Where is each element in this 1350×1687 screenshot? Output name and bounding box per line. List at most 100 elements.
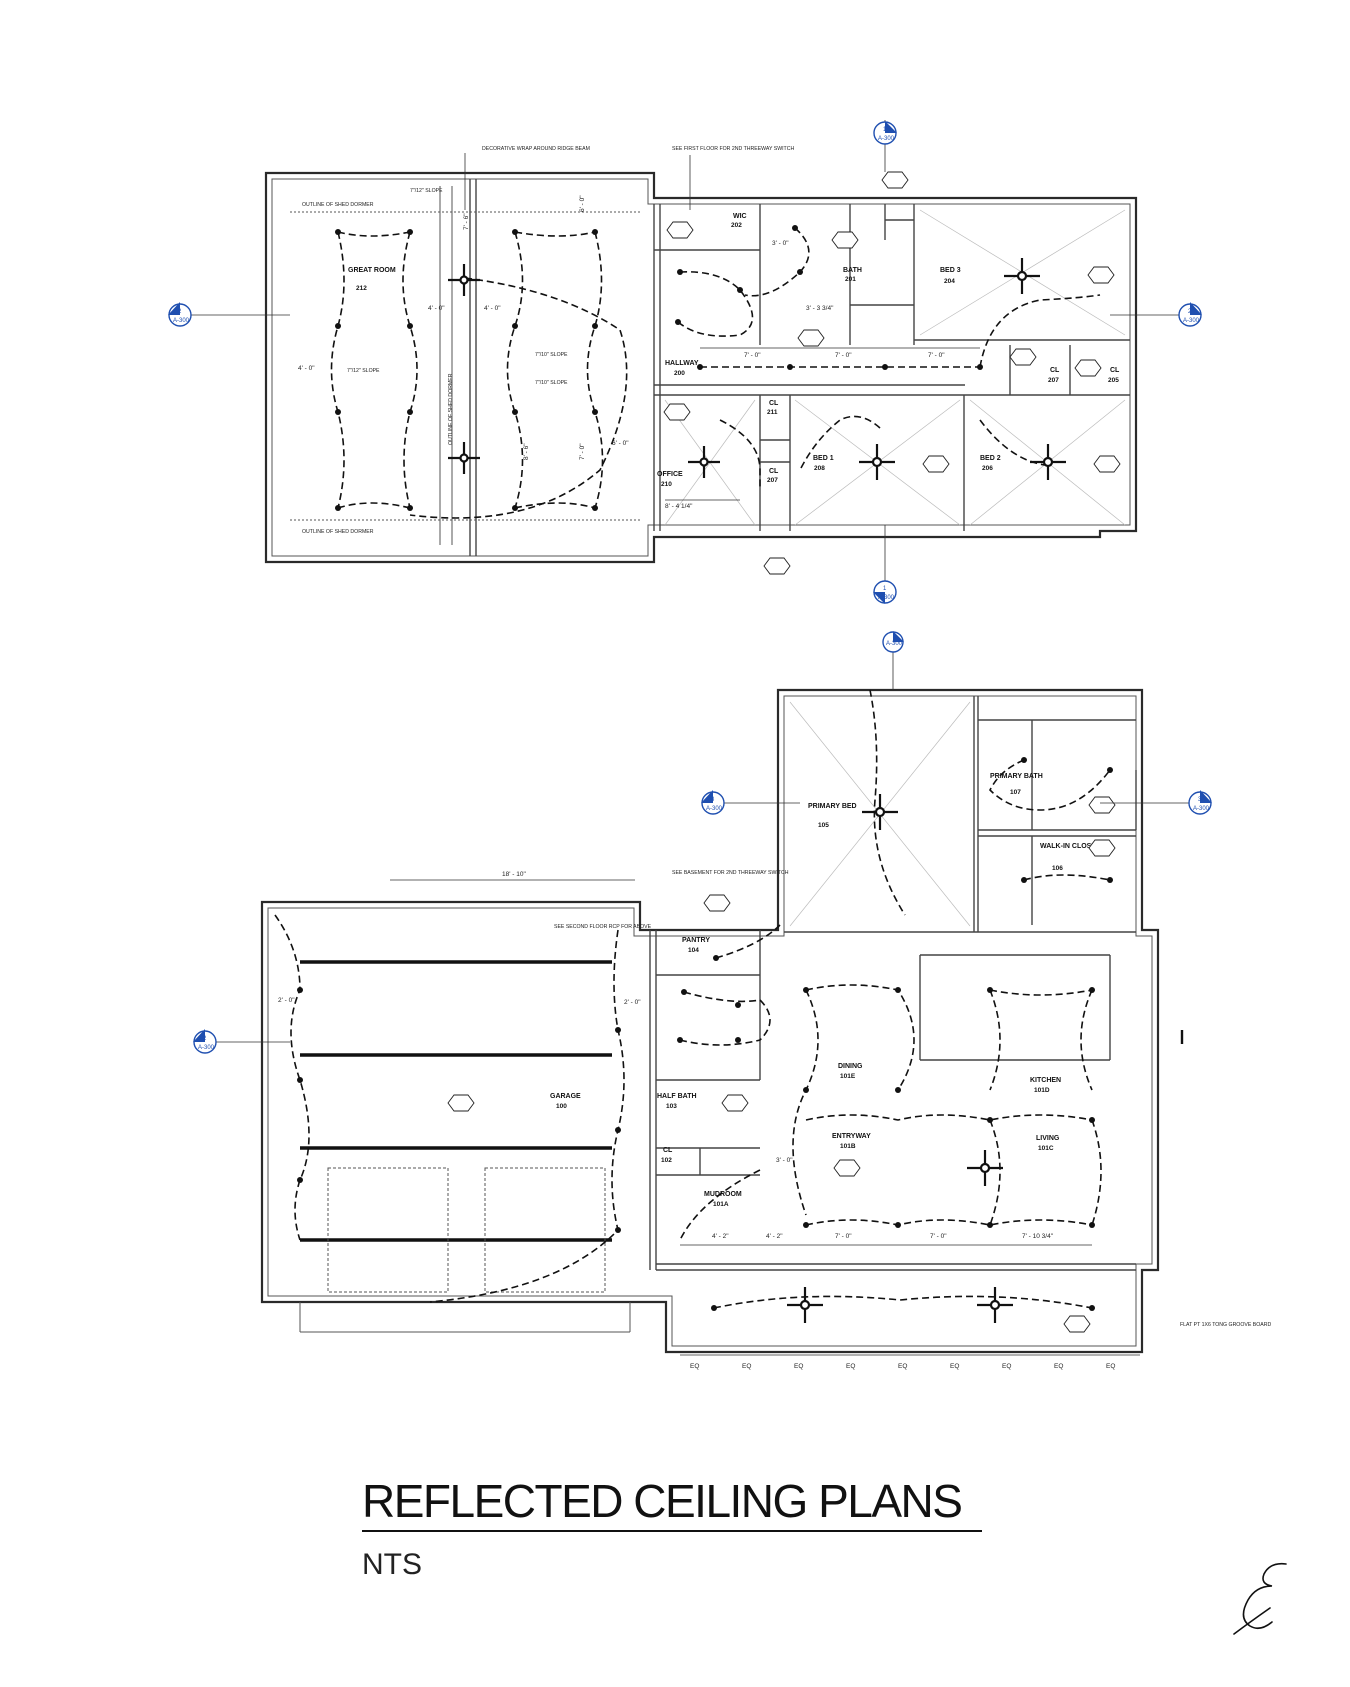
room-name-bed-3: BED 3 <box>940 267 961 274</box>
second-floor-lighting-circuits <box>330 227 1101 519</box>
room-name-bed-1: BED 1 <box>813 455 834 462</box>
dim-eq-9: EQ <box>1106 1363 1115 1370</box>
room-num-dining: 101E <box>840 1073 856 1080</box>
note-see-basement: SEE BASEMENT FOR 2ND THREEWAY SWITCH <box>672 870 789 876</box>
room-num-primary-bed: 105 <box>818 822 829 829</box>
first-floor-lighting-circuits <box>274 689 1111 1309</box>
room-name-cl-211: CL <box>769 400 779 407</box>
dim-4-0-a: 4' - 0" <box>428 305 445 312</box>
dim-6-0: 6' - 0" <box>579 195 586 212</box>
note-see-second: SEE SECOND FLOOR RCP FOR ABOVE <box>554 924 652 930</box>
section-marker-bath-right: 3 A-300 <box>1188 790 1212 815</box>
plan-title: REFLECTED CEILING PLANS <box>362 1478 982 1532</box>
first-floor-section-markers: 2 A-300 3 A-300 3 A-300 A-300 <box>193 631 1212 1054</box>
room-num-bed-2: 206 <box>982 465 993 472</box>
room-name-walk-in-closet: WALK-IN CLOSET <box>1040 843 1101 850</box>
dim-7-10-3-4: 7' - 10 3/4" <box>1022 1233 1054 1240</box>
room-num-cl-211: 211 <box>767 409 778 416</box>
room-num-cl-205: 205 <box>1108 377 1119 384</box>
section-marker-left: 2 A-300 <box>168 302 192 327</box>
svg-text:A-300: A-300 <box>1183 318 1200 324</box>
second-floor-ceiling-fans <box>448 258 1066 480</box>
room-name-cl-207-upper: CL <box>1050 367 1060 374</box>
room-name-entryway: ENTRYWAY <box>832 1133 871 1140</box>
room-name-cl-207-lower: CL <box>769 468 779 475</box>
room-num-garage: 100 <box>556 1103 567 1110</box>
note-dormer-top: OUTLINE OF SHED DORMER <box>302 202 374 208</box>
svg-text:A-300: A-300 <box>878 595 895 601</box>
dim-4-2-a: 4' - 2" <box>712 1233 729 1240</box>
svg-text:A-300: A-300 <box>878 136 895 142</box>
dim-eq-3: EQ <box>794 1363 803 1370</box>
shed-dormer-outline <box>290 186 640 545</box>
dim-2-0-b: 2' - 0" <box>624 999 641 1006</box>
note-see-first-floor: SEE FIRST FLOOR FOR 2ND THREEWAY SWITCH <box>672 146 794 152</box>
dim-8-6: 8' - 6" <box>523 443 530 460</box>
room-num-primary-bath: 107 <box>1010 789 1021 796</box>
section-marker-garage: 2 A-300 <box>193 1029 217 1054</box>
dim-6-0-b: 6' - 0" <box>612 440 629 447</box>
room-num-cl-102: 102 <box>661 1157 672 1164</box>
room-num-office: 210 <box>661 481 672 488</box>
room-name-cl-102: CL <box>663 1147 673 1154</box>
first-floor-ceiling-tags <box>447 796 1116 1333</box>
room-num-cl-207-upper: 207 <box>1048 377 1059 384</box>
second-floor-interior-walls <box>469 179 1130 556</box>
dim-hall-7-0-a: 7' - 0" <box>744 352 761 359</box>
svg-text:2: 2 <box>178 309 182 315</box>
svg-text:3: 3 <box>711 797 715 803</box>
dim-18-10: 18' - 10" <box>502 871 526 878</box>
dim-2-0-a: 2' - 0" <box>278 997 295 1004</box>
room-num-bed-3: 204 <box>944 278 955 285</box>
dim-4-0-c: 4' - 0" <box>298 365 315 372</box>
first-floor-interior-walls <box>649 696 1137 1271</box>
dim-4-0-b: 4' - 0" <box>484 305 501 312</box>
svg-text:3: 3 <box>1198 797 1202 803</box>
room-name-mudroom: MUDROOM <box>704 1191 742 1198</box>
room-name-primary-bed: PRIMARY BED <box>808 803 857 810</box>
script-e-logo <box>1233 1562 1287 1635</box>
room-name-bed-2: BED 2 <box>980 455 1001 462</box>
second-floor-exterior-wall <box>264 171 1138 564</box>
svg-text:2: 2 <box>203 1036 207 1042</box>
svg-text:1: 1 <box>883 127 887 133</box>
second-floor-notes: DECORATIVE WRAP AROUND RIDGE BEAM SEE FI… <box>298 146 980 535</box>
section-marker-top: 1 A-300 <box>873 121 897 145</box>
dim-eq-8: EQ <box>1054 1363 1063 1370</box>
room-name-hallway: HALLWAY <box>665 360 699 367</box>
first-floor-ceiling-fans <box>787 794 1013 1323</box>
dim-7-0-a: 7' - 0" <box>835 1233 852 1240</box>
note-dormer-side: OUTLINE OF SHED DORMER <box>448 373 454 445</box>
note-slope-left: 7"/12" SLOPE <box>347 368 380 374</box>
room-num-cl-207-lower: 207 <box>767 477 778 484</box>
section-marker-bed-left: 3 A-300 <box>701 790 725 815</box>
svg-text:A-300: A-300 <box>1193 806 1210 812</box>
room-num-walk-in-closet: 106 <box>1052 865 1063 872</box>
dim-eq-4: EQ <box>846 1363 855 1370</box>
dim-3-0: 3' - 0" <box>772 240 789 247</box>
svg-text:A-300: A-300 <box>706 806 723 812</box>
first-floor-notes: SEE BASEMENT FOR 2ND THREEWAY SWITCH SEE… <box>278 870 1271 1370</box>
svg-text:1: 1 <box>883 586 887 592</box>
room-num-bed-1: 208 <box>814 465 825 472</box>
room-num-mudroom: 101A <box>713 1201 729 1208</box>
first-floor-room-labels: PRIMARY BED 105 PRIMARY BATH 107 WALK-IN… <box>550 773 1101 1208</box>
dim-7-0-left: 7' - 0" <box>579 443 586 460</box>
garage-beams <box>300 960 612 1242</box>
section-marker-first-top: A-300 <box>882 631 904 653</box>
room-num-half-bath: 103 <box>666 1103 677 1110</box>
first-floor-light-fixtures <box>297 757 1113 1311</box>
first-floor-plan: PRIMARY BED 105 PRIMARY BATH 107 WALK-IN… <box>193 631 1271 1370</box>
second-floor-plan: GREAT ROOM 212 WIC 202 BATH 201 BED 3 20… <box>168 120 1202 604</box>
room-num-great-room: 212 <box>356 285 367 292</box>
dim-hall-7-0-c: 7' - 0" <box>928 352 945 359</box>
svg-text:A-300: A-300 <box>198 1045 215 1051</box>
svg-text:2: 2 <box>1188 309 1192 315</box>
room-num-wic: 202 <box>731 222 742 229</box>
room-name-kitchen: KITCHEN <box>1030 1077 1061 1084</box>
room-name-wic: WIC <box>733 213 747 220</box>
second-floor-room-labels: GREAT ROOM 212 WIC 202 BATH 201 BED 3 20… <box>348 213 1120 488</box>
svg-text:A-300: A-300 <box>886 641 903 647</box>
dim-eq-2: EQ <box>742 1363 751 1370</box>
dim-4-2-b: 4' - 2" <box>766 1233 783 1240</box>
